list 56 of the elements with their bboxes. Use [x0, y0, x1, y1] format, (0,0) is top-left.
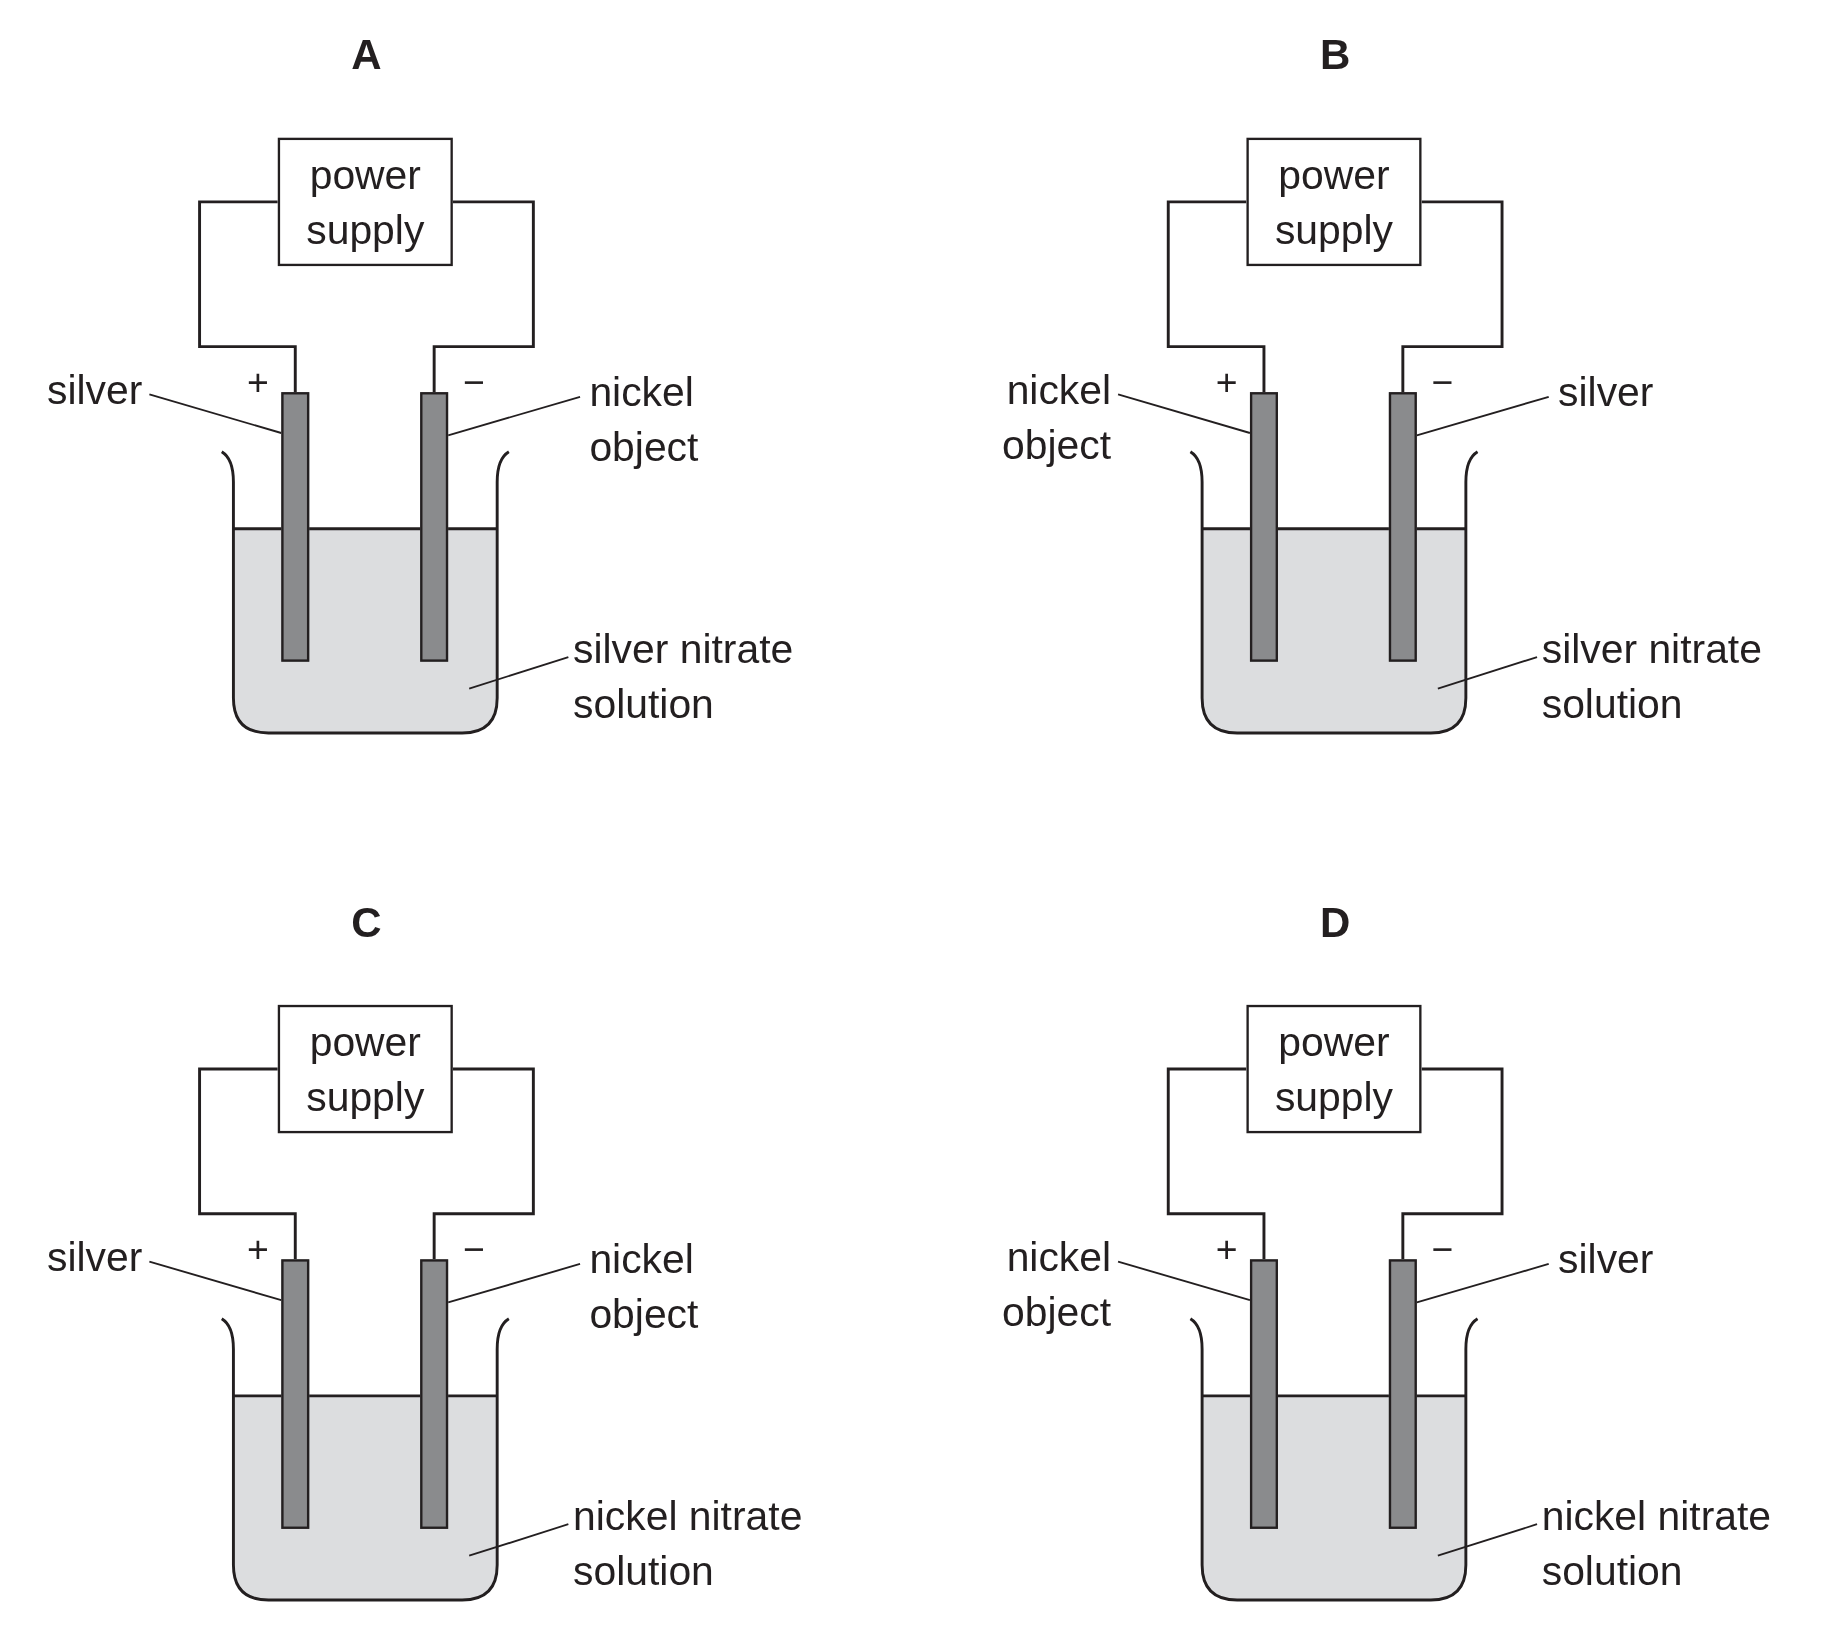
wire: [1166, 200, 1266, 393]
wire: [198, 200, 297, 393]
leader-line: [1415, 1263, 1550, 1304]
panel-letter: B: [1320, 29, 1351, 81]
leader-line: [1415, 395, 1550, 437]
polarity-sign: −: [1431, 360, 1454, 406]
leader-line: [447, 1263, 581, 1304]
polarity-sign: −: [462, 1227, 485, 1273]
metal-electrode: [420, 1259, 449, 1529]
panel-letter: A: [351, 29, 382, 81]
electrode-label: nickel object: [589, 364, 744, 474]
electrode-label: silver: [1558, 1231, 1713, 1287]
leader-line: [468, 1523, 570, 1557]
polarity-sign: −: [462, 360, 485, 406]
electrode-label: silver: [1558, 364, 1713, 419]
metal-electrode: [281, 392, 310, 662]
leader-line: [447, 395, 581, 437]
polarity-sign: +: [1215, 1227, 1238, 1273]
leader-line: [468, 656, 570, 690]
metal-electrode: [1388, 392, 1417, 662]
electrode-label: silver: [0, 361, 143, 417]
electrode-label: silver: [0, 1228, 143, 1284]
wire: [432, 200, 535, 393]
solution-label: silver nitrate solution: [573, 620, 854, 731]
solution-label: nickel nitrate solution: [573, 1488, 854, 1598]
polarity-sign: −: [1431, 1227, 1454, 1273]
solution-label: nickel nitrate solution: [1541, 1488, 1822, 1598]
metal-electrode: [420, 392, 449, 662]
wire: [198, 1067, 297, 1260]
leader-line: [1117, 1260, 1251, 1302]
metal-electrode: [1388, 1259, 1417, 1529]
leader-line: [1436, 1523, 1538, 1557]
leader-line: [148, 393, 283, 434]
power-supply-box: power supply: [1246, 137, 1422, 267]
power-supply-box: power supply: [1246, 1004, 1422, 1134]
power-supply-box: power supply: [277, 137, 453, 267]
wire: [1166, 1067, 1266, 1260]
metal-electrode: [1249, 1259, 1278, 1529]
power-supply-box: power supply: [277, 1004, 453, 1134]
leader-line: [1436, 656, 1538, 690]
leader-line: [1117, 393, 1251, 434]
panel-letter: D: [1320, 897, 1351, 948]
wire: [1401, 200, 1504, 393]
metal-electrode: [281, 1259, 310, 1529]
solution-label: silver nitrate solution: [1541, 620, 1822, 731]
leader-line: [148, 1260, 283, 1302]
polarity-sign: +: [247, 1227, 269, 1273]
electrode-label: nickel object: [957, 361, 1112, 472]
panel-letter: C: [351, 897, 382, 948]
wire: [1401, 1067, 1504, 1260]
electrode-label: nickel object: [957, 1228, 1112, 1339]
wire: [432, 1067, 535, 1260]
polarity-sign: +: [1215, 360, 1238, 406]
metal-electrode: [1249, 392, 1278, 662]
electrode-label: nickel object: [589, 1231, 744, 1341]
polarity-sign: +: [247, 360, 269, 406]
